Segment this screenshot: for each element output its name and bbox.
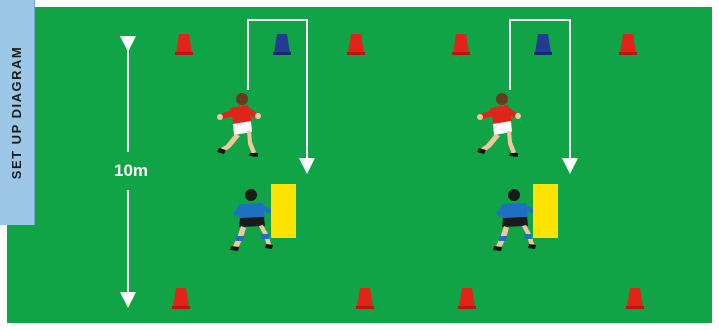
drill-right [452,20,644,309]
cone-red [356,288,374,309]
cone-red [172,288,190,309]
defender-player [493,189,536,251]
cone-blue [534,34,552,55]
distance-label: 10m [101,157,161,185]
cone-red [619,34,637,55]
attacker-player [217,93,261,157]
tackle-pad [533,184,558,238]
attacker-player [477,93,521,157]
cone-red [452,34,470,55]
cone-red [626,288,644,309]
tab-label: SET UP DIAGRAM [10,46,25,179]
cone-red [175,34,193,55]
tackle-pad [271,184,296,238]
drill-left [172,20,374,309]
cone-red [458,288,476,309]
defender-player [230,189,273,251]
cone-red [347,34,365,55]
setup-diagram-tab: SET UP DIAGRAM [0,0,35,225]
cone-blue [273,34,291,55]
